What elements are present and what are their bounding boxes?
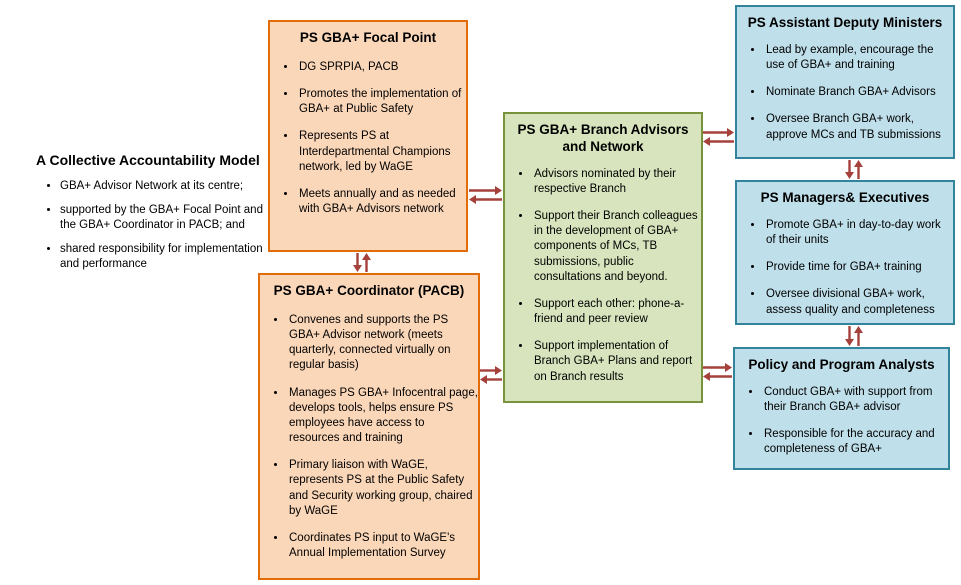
bullet-item: Responsible for the accuracy and complet…: [762, 427, 948, 457]
box-adm: PS Assistant Deputy Ministers Lead by ex…: [735, 5, 955, 159]
bullet-item: Support their Branch colleagues in the d…: [532, 209, 701, 285]
box-analysts-title: Policy and Program Analysts: [748, 357, 935, 372]
bullet-item: Coordinates PS input to WaGE's Annual Im…: [287, 531, 478, 561]
arrow-coordinator-branchadvisors-icon: [480, 366, 502, 384]
box-managers-bullets: Promote GBA+ in day-to-day work of their…: [737, 218, 953, 318]
bullet-item: Manages PS GBA+ Infocentral page, develo…: [287, 386, 478, 447]
intro-title: A Collective Accountability Model: [36, 152, 260, 168]
arrow-focal-branchadvisors-icon: [469, 186, 502, 204]
box-analysts-bullets: Conduct GBA+ with support from their Bra…: [735, 385, 948, 458]
box-focal-point-title: PS GBA+ Focal Point: [299, 30, 437, 45]
bullet-item: Oversee Branch GBA+ work, approve MCs an…: [764, 112, 953, 142]
box-adm-bullets: Lead by example, encourage the use of GB…: [737, 43, 953, 143]
bullet-item: Promote GBA+ in day-to-day work of their…: [764, 218, 953, 248]
arrow-focal-coordinator-icon: [353, 253, 371, 272]
arrow-managers-analysts-icon: [845, 326, 863, 346]
box-branch-advisors-bullets: Advisors nominated by their respective B…: [505, 167, 701, 385]
bullet-item: DG SPRPIA, PACB: [297, 60, 466, 75]
bullet-item: Meets annually and as needed with GBA+ A…: [297, 187, 466, 217]
bullet-item: supported by the GBA+ Focal Point and th…: [60, 203, 272, 233]
bullet-item: Advisors nominated by their respective B…: [532, 167, 701, 197]
box-analysts: Policy and Program Analysts Conduct GBA+…: [733, 347, 950, 470]
bullet-item: Lead by example, encourage the use of GB…: [764, 43, 953, 73]
box-branch-advisors: PS GBA+ Branch Advisors and Network Advi…: [503, 112, 703, 403]
bullet-item: Convenes and supports the PS GBA+ Adviso…: [287, 313, 478, 374]
bullet-item: Provide time for GBA+ training: [764, 260, 953, 275]
box-adm-title: PS Assistant Deputy Ministers: [747, 15, 943, 30]
bullet-item: Represents PS at Interdepartmental Champ…: [297, 129, 466, 175]
intro-block: A Collective Accountability Model GBA+ A…: [36, 152, 272, 280]
box-coordinator-bullets: Convenes and supports the PS GBA+ Adviso…: [260, 313, 478, 561]
arrow-branchadvisors-adm-icon: [703, 128, 734, 146]
bullet-item: GBA+ Advisor Network at its centre;: [60, 179, 272, 194]
arrow-adm-managers-icon: [845, 160, 863, 179]
arrow-branchadvisors-analysts-icon: [703, 363, 732, 381]
bullet-item: Conduct GBA+ with support from their Bra…: [762, 385, 948, 415]
box-coordinator-title: PS GBA+ Coordinator (PACB): [273, 283, 465, 298]
box-coordinator: PS GBA+ Coordinator (PACB) Convenes and …: [258, 273, 480, 580]
bullet-item: Support each other: phone-a-friend and p…: [532, 297, 701, 327]
box-branch-advisors-title: PS GBA+ Branch Advisors and Network: [517, 122, 689, 154]
intro-bullet-list: GBA+ Advisor Network at its centre; suppo…: [36, 179, 272, 272]
box-focal-point-bullets: DG SPRPIA, PACB Promotes the implementati…: [270, 60, 466, 217]
box-managers-title: PS Managers& Executives: [760, 190, 930, 205]
bullet-item: shared responsibility for implementation…: [60, 242, 272, 272]
bullet-item: Nominate Branch GBA+ Advisors: [764, 85, 953, 100]
box-managers: PS Managers& Executives Promote GBA+ in …: [735, 180, 955, 325]
bullet-item: Promotes the implementation of GBA+ at P…: [297, 87, 466, 117]
bullet-item: Support implementation of Branch GBA+ Pl…: [532, 339, 701, 385]
box-focal-point: PS GBA+ Focal Point DG SPRPIA, PACB Promo…: [268, 20, 468, 252]
bullet-item: Primary liaison with WaGE, represents PS…: [287, 458, 478, 519]
bullet-item: Oversee divisional GBA+ work, assess qua…: [764, 287, 953, 317]
